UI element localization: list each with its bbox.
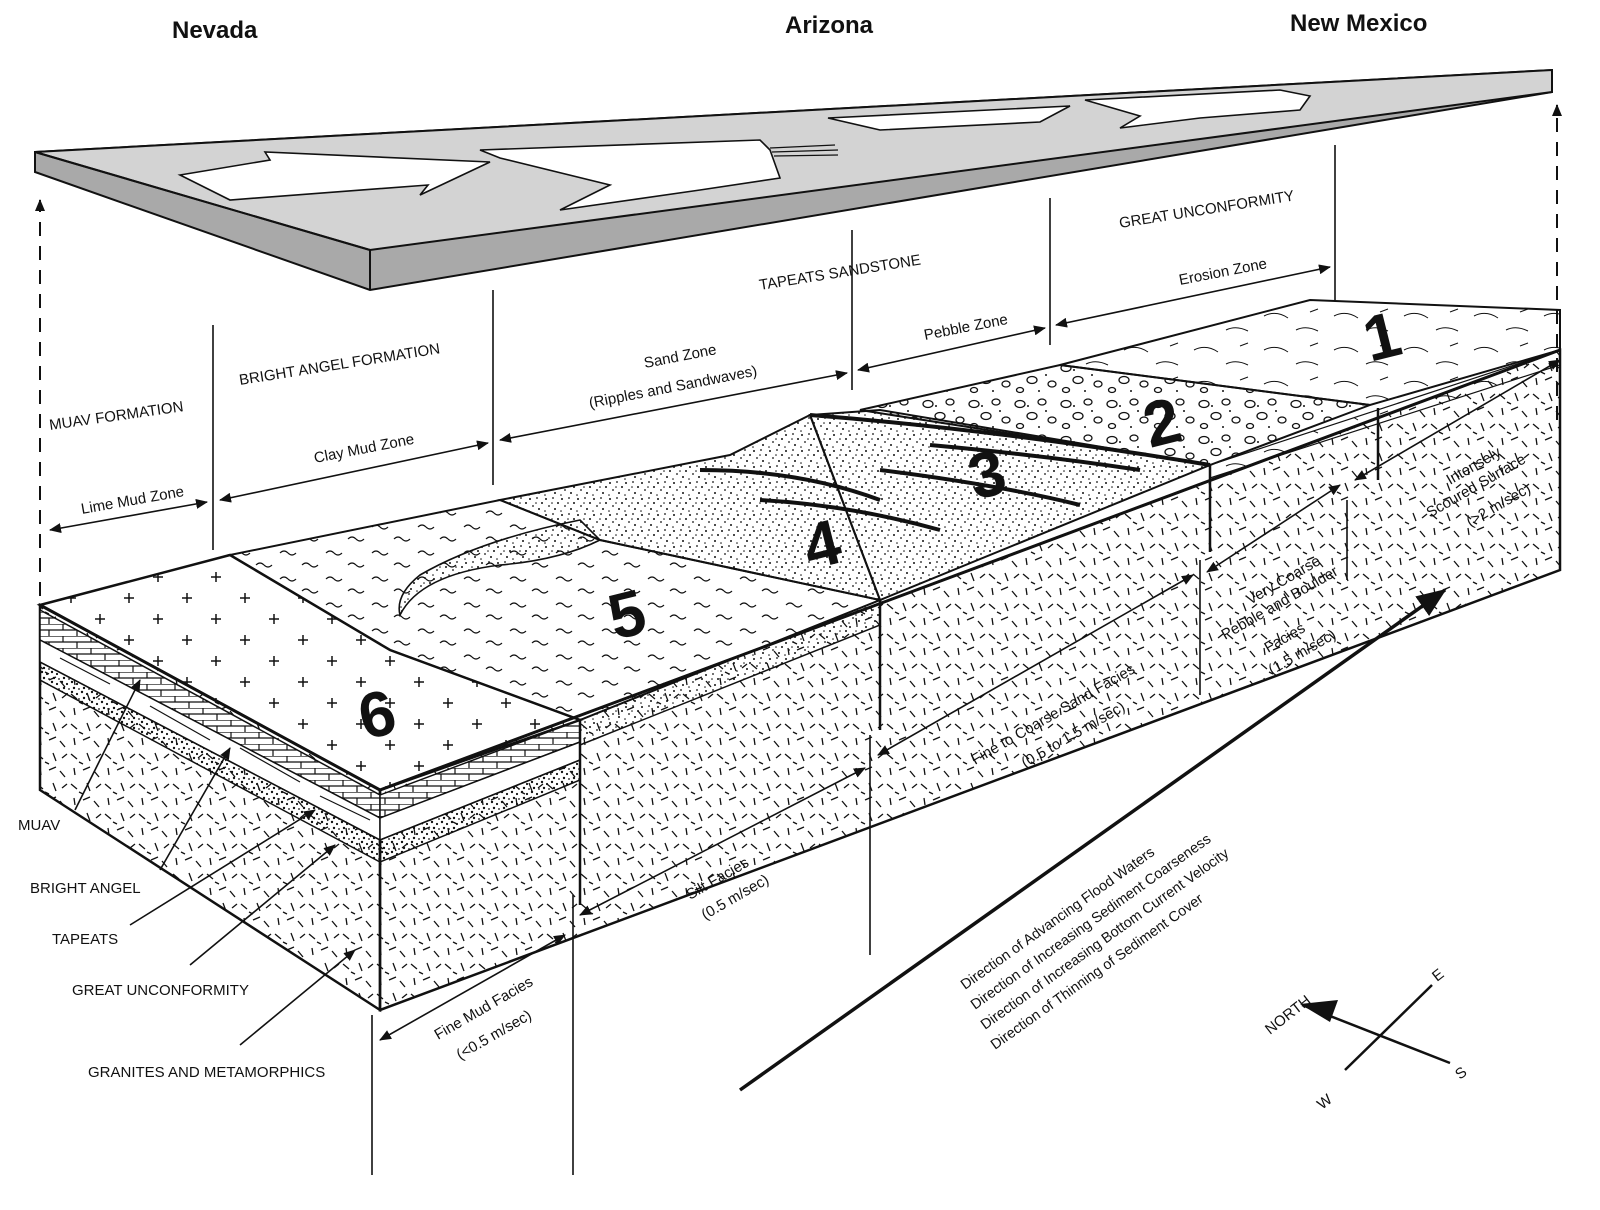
zone-erosion: Erosion Zone: [1178, 255, 1269, 289]
legend-bright-angel: BRIGHT ANGEL: [30, 880, 141, 897]
legend-granites: GRANITES AND METAMORPHICS: [88, 1064, 325, 1081]
rock-legend: MUAV BRIGHT ANGEL TAPEATS GREAT UNCONFOR…: [18, 679, 356, 1081]
state-arizona: Arizona: [785, 12, 874, 39]
block: [36, 298, 1562, 1013]
state-nevada: Nevada: [172, 17, 258, 44]
north-arrow-icon: [1300, 1000, 1338, 1022]
legend-muav: MUAV: [18, 817, 60, 834]
boundary-lines: [212, 145, 1348, 1175]
legend-tapeats: TAPEATS: [52, 931, 118, 948]
state-labels: Nevada Arizona New Mexico: [172, 10, 1427, 44]
compass: NORTH E S W: [1262, 966, 1470, 1114]
formation-muav: MUAV FORMATION: [48, 398, 184, 434]
state-new-mexico: New Mexico: [1290, 10, 1427, 37]
compass-east: E: [1429, 966, 1447, 986]
flow-arrow-shading: [769, 144, 839, 157]
compass-west: W: [1314, 1091, 1336, 1114]
legend-great-unconformity: GREAT UNCONFORMITY: [72, 982, 249, 999]
formation-bright-angel: BRIGHT ANGEL FORMATION: [238, 340, 441, 389]
formation-tapeats: TAPEATS SANDSTONE: [758, 252, 922, 294]
zone-sand-line1: Sand Zone: [643, 341, 718, 372]
compass-south: S: [1452, 1064, 1470, 1084]
flow-arrows: [177, 89, 1312, 211]
surface-slab: [34, 68, 1553, 292]
formation-great-unconformity: GREAT UNCONFORMITY: [1118, 187, 1295, 231]
zone-arrows: [49, 264, 1331, 533]
compass-north: NORTH: [1262, 992, 1314, 1038]
zone-lime-mud: Lime Mud Zone: [80, 483, 186, 518]
zone-sand-line2: (Ripples and Sandwaves): [588, 363, 759, 412]
facies-arrows: [379, 359, 1561, 1041]
